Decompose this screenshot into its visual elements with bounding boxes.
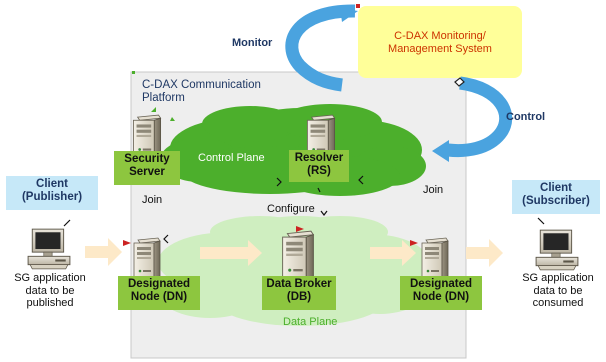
- dn-right-server-icon: [421, 237, 449, 280]
- security-server-line1: Security: [124, 153, 170, 165]
- subscriber-label-line2: (Subscriber): [522, 195, 590, 208]
- publisher-computer-icon: [27, 228, 71, 270]
- subscriber-desc-line3: consumed: [532, 297, 584, 310]
- control-label: Control: [506, 111, 546, 123]
- monitor-label: Monitor: [232, 37, 273, 49]
- subscriber-desc-line2: data to be: [533, 284, 583, 297]
- dn-left-label: Designated Node (DN): [118, 276, 200, 310]
- flow-arrow-icon: [85, 238, 503, 267]
- monitoring-line1: C-DAX Monitoring/: [394, 30, 486, 42]
- data-plane-label: Data Plane: [283, 316, 338, 328]
- platform-corner-marker: [132, 71, 135, 74]
- publisher-label-line1: Client: [36, 178, 68, 190]
- platform-title-line2: Platform: [142, 92, 185, 105]
- dn-left-server-icon: [133, 237, 161, 280]
- join-right-label: Join: [423, 184, 444, 196]
- resolver-label: Resolver (RS): [289, 150, 349, 182]
- security-server-label: Security Server: [114, 151, 180, 185]
- monitor-arrow-icon: [285, 4, 358, 92]
- data-broker-line1: Data Broker: [266, 278, 332, 290]
- subscriber-computer-icon: [535, 229, 579, 271]
- dn-right-line2: Node (DN): [412, 291, 470, 304]
- publisher-desc-line1: SG application: [14, 272, 86, 284]
- small-markers: [123, 77, 465, 246]
- platform-title-line1: C-DAX Communication: [142, 79, 261, 91]
- dn-left-line2: Node (DN): [130, 291, 188, 304]
- subscriber-label: Client (Subscriber): [512, 180, 600, 214]
- monitoring-line2: Management System: [388, 42, 492, 55]
- publisher-desc-line2: data to be: [25, 284, 75, 297]
- configure-label: Configure: [267, 203, 315, 215]
- dn-left-line1: Designated: [128, 278, 190, 290]
- publisher-description: SG application data to be published: [4, 272, 96, 310]
- monitoring-system-label: C-DAX Monitoring/ Management System: [358, 30, 522, 55]
- dn-right-line1: Designated: [410, 278, 472, 290]
- resolver-line1: Resolver: [294, 152, 344, 164]
- control-arrow-icon: [432, 76, 513, 162]
- subscriber-description: SG application data to be consumed: [512, 272, 604, 310]
- join-left-label: Join: [142, 194, 163, 206]
- monitoring-system-box: [358, 6, 522, 78]
- subscriber-label-line1: Client: [540, 182, 572, 194]
- monitoring-top-marker: [356, 4, 360, 8]
- data-broker-label: Data Broker (DB): [262, 276, 336, 310]
- connector-glyphs: [63, 175, 545, 244]
- resolver-line2: (RS): [307, 165, 331, 178]
- subscriber-desc-line1: SG application: [522, 272, 594, 284]
- security-server-line2: Server: [129, 166, 165, 179]
- publisher-label: Client (Publisher): [6, 176, 98, 210]
- data-broker-server-icon: [282, 230, 314, 281]
- control-plane-label: Control Plane: [198, 152, 265, 164]
- publisher-desc-line3: published: [26, 297, 74, 310]
- publisher-label-line2: (Publisher): [21, 191, 83, 204]
- data-broker-line2: (DB): [286, 291, 312, 304]
- platform-title: C-DAX Communication Platform: [142, 79, 261, 105]
- dn-right-label: Designated Node (DN): [400, 276, 482, 310]
